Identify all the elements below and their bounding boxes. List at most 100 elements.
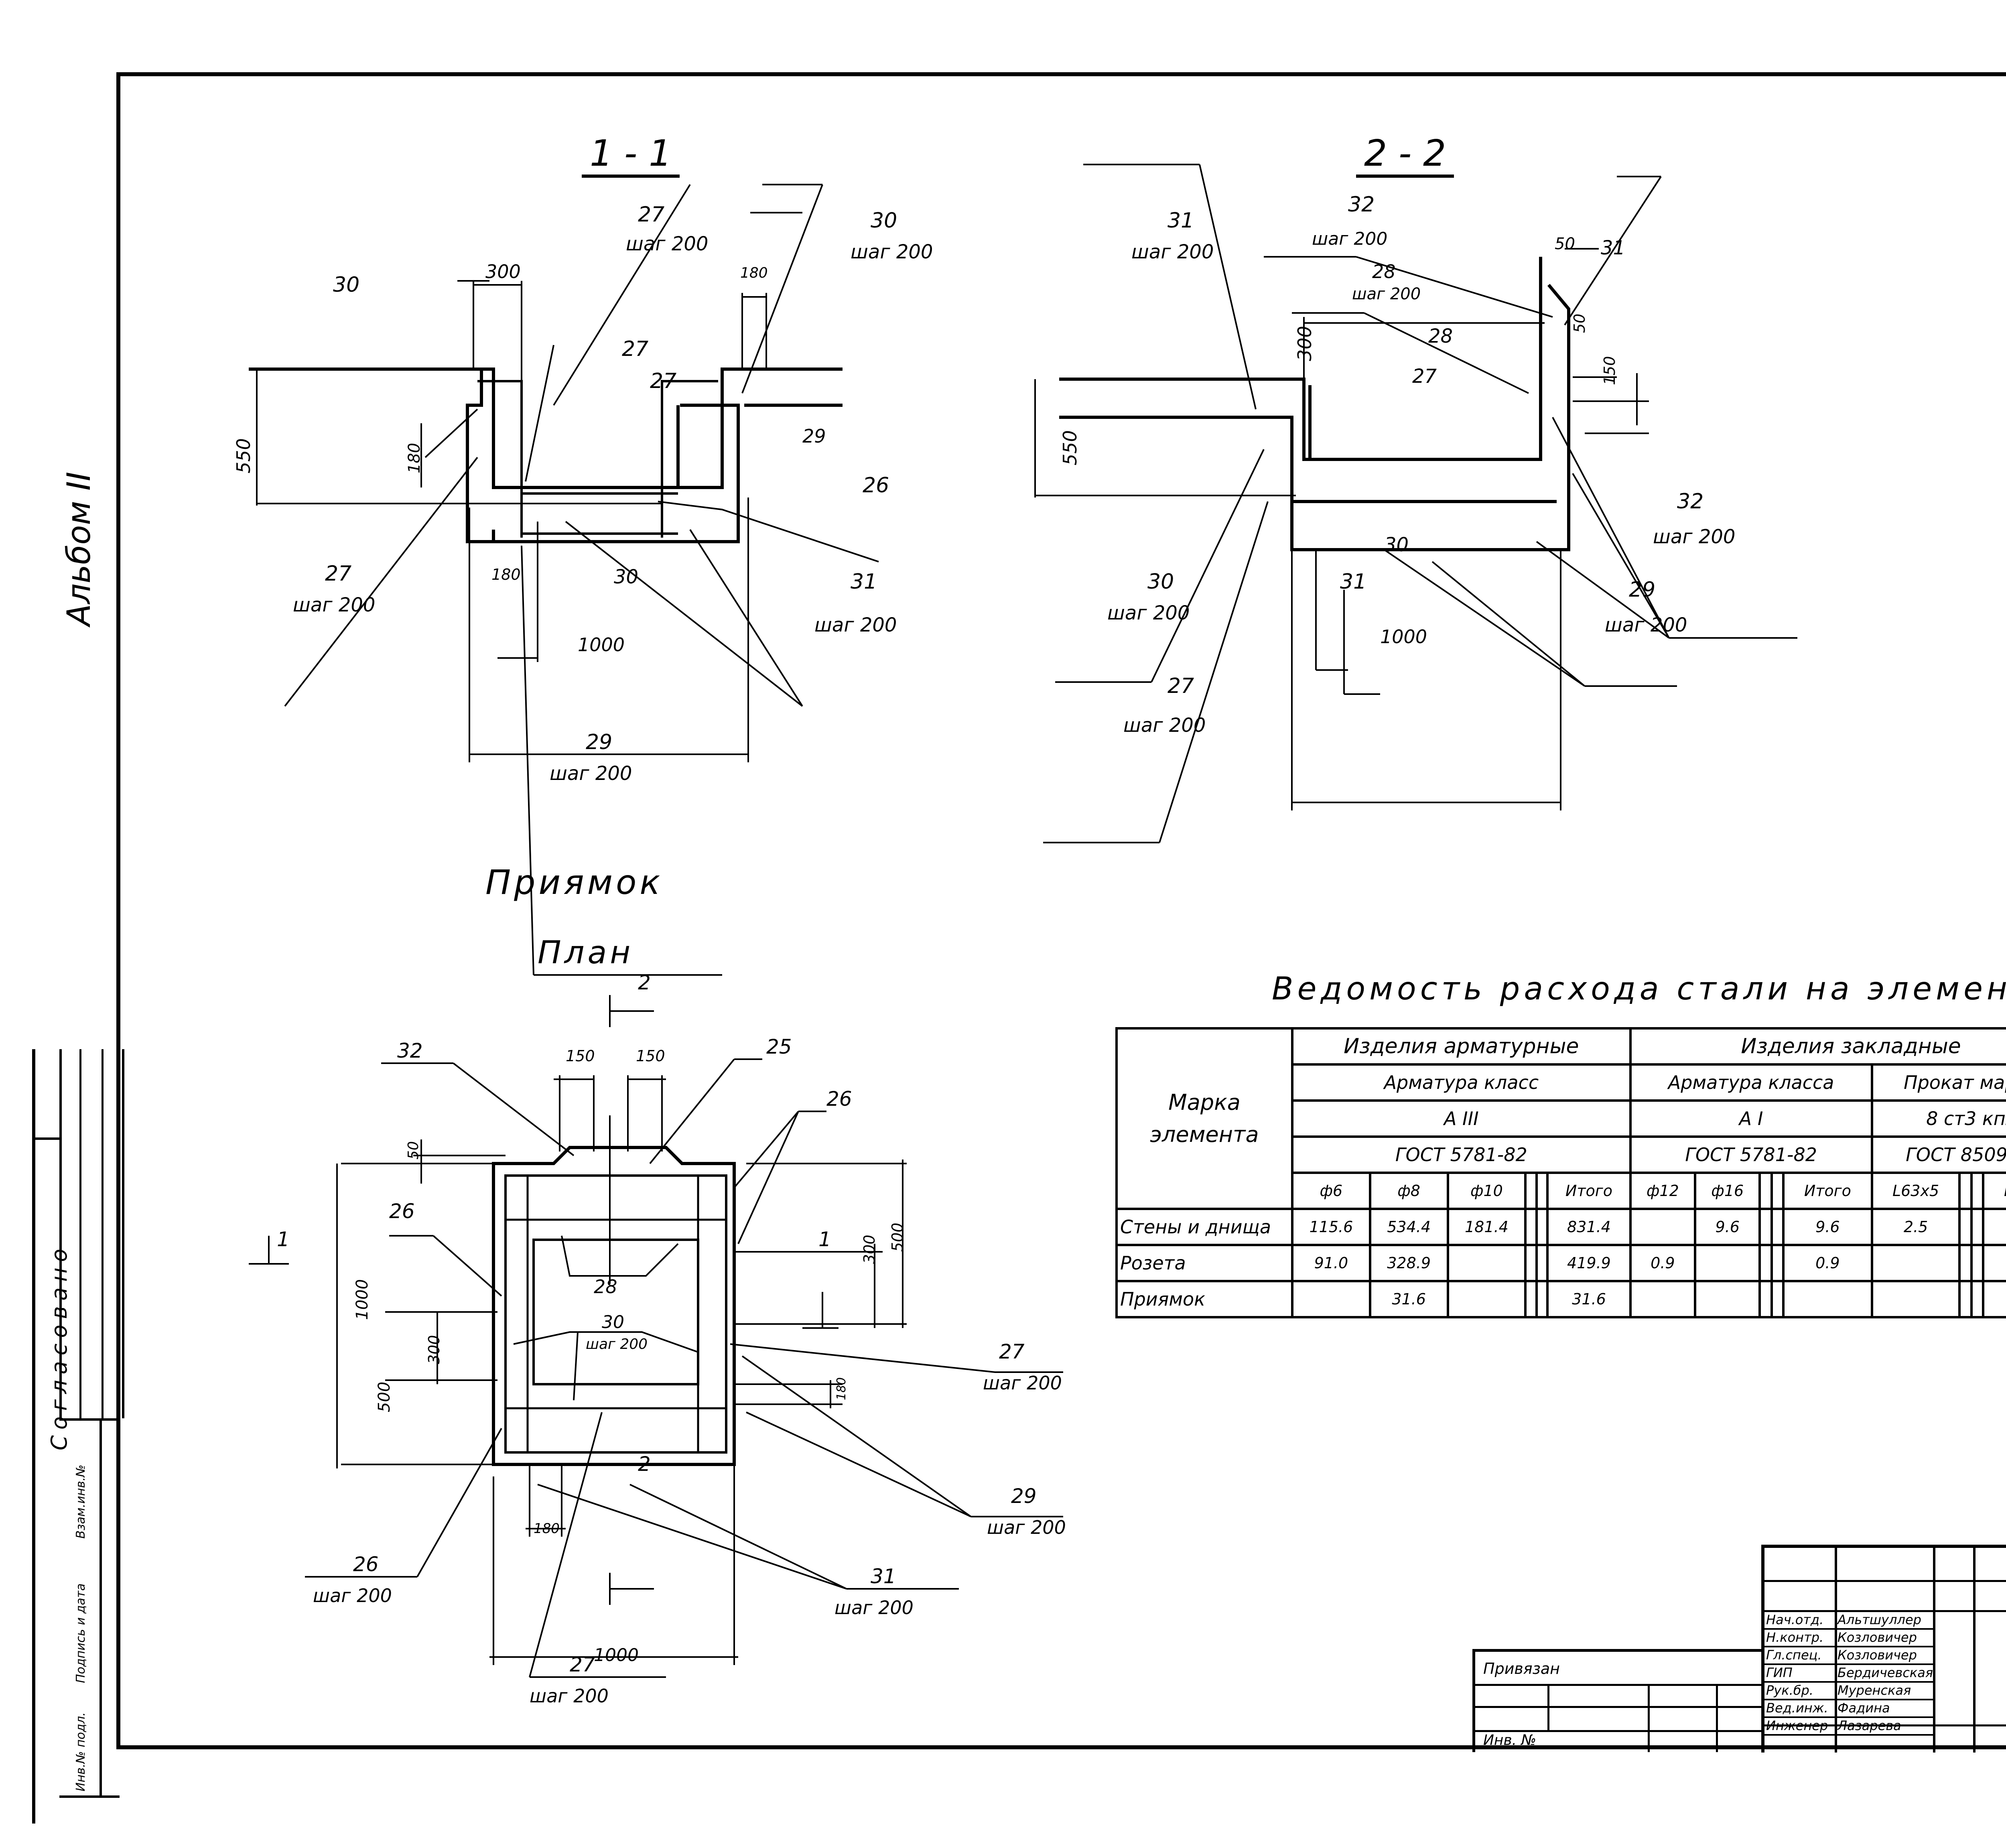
dimension: 180 [405, 443, 424, 473]
steel-subheader: Итого [1782, 1172, 1873, 1210]
role-label: Нач.отд. [1766, 1612, 1824, 1627]
section-2-title: 2 - 2 [1356, 132, 1454, 178]
dimension: 1000 [1380, 626, 1427, 648]
callout-pos: 25 [766, 1035, 792, 1058]
steel-subheader [1970, 1172, 1985, 1210]
steel-embed-gost: ГОСТ 5781-82 [1629, 1135, 1873, 1174]
steel-title: Ведомость расхода стали на элемент, кг [1272, 971, 2006, 1007]
role-label: Гл.спец. [1766, 1647, 1822, 1663]
steel-cell [1524, 1280, 1538, 1318]
steel-cell [1982, 1244, 2006, 1282]
steel-subheader: ф12 [1629, 1172, 1697, 1210]
dimension: 1000 [578, 634, 625, 656]
steel-cell [1446, 1280, 1527, 1318]
dimension: 1000 [353, 1279, 372, 1320]
steel-cell: 0.9 [1629, 1244, 1697, 1282]
cut-mark-label: 2 [638, 1452, 651, 1476]
callout-step: шаг 200 [1352, 285, 1421, 303]
steel-cell [1535, 1280, 1549, 1318]
steel-cell [1524, 1244, 1538, 1282]
callout-pos: 29 [802, 425, 826, 447]
steel-cell [1782, 1280, 1873, 1318]
steel-cell [1982, 1280, 2006, 1318]
drawing-frame [116, 72, 2006, 1749]
bound-block: Привязан Инв. № [1472, 1649, 1764, 1752]
steel-subheader: ф8 [1368, 1172, 1449, 1210]
callout-pos: 28 [1428, 325, 1453, 347]
steel-cell: 9.6 [1694, 1208, 1761, 1246]
steel-cell [1770, 1244, 1785, 1282]
inventory-label: Инв. № [1483, 1732, 1537, 1748]
steel-cell [1958, 1244, 1973, 1282]
callout-pos: 27 [1412, 365, 1437, 388]
steel-cell: 419.9 [1546, 1244, 1632, 1282]
steel-cell [1758, 1208, 1773, 1246]
callout-pos: 30 [871, 209, 897, 233]
steel-subheader: ф10 [1446, 1172, 1527, 1210]
steel-cell [1694, 1280, 1761, 1318]
steel-cell [1291, 1280, 1371, 1318]
callout-step: шаг 200 [1131, 241, 1214, 263]
callout-pos: 32 [1677, 489, 1704, 514]
callout-pos: 31 [1601, 237, 1626, 259]
callout-pos: 26 [826, 1087, 852, 1111]
cut-mark-label: 1 [277, 1228, 290, 1251]
role-label: Рук.бр. [1766, 1683, 1813, 1698]
dimension: 500 [375, 1381, 394, 1412]
dimension: 300 [485, 261, 521, 282]
callout-pos: 30 [1384, 534, 1409, 556]
steel-table: Марка элемента Изделия арматурные Издели… [1115, 1027, 2006, 1318]
callout-step: шаг 200 [550, 762, 632, 785]
callout-pos: 26 [353, 1553, 379, 1576]
signature-row: Вед.инж.Фадина [1764, 1700, 1933, 1718]
dimension: 150 [636, 1047, 665, 1065]
dimension: 180 [834, 1377, 849, 1400]
dimension: 1000 [594, 1645, 639, 1665]
callout-step: шаг 200 [1653, 526, 1736, 548]
steel-cell: 831.4 [1546, 1208, 1632, 1246]
callout-step: шаг 200 [814, 614, 897, 636]
steel-header-rebar-class: Арматура класс [1291, 1063, 1632, 1102]
person-name: Козловичер [1837, 1647, 1917, 1663]
callout-pos: 27 [1167, 674, 1194, 698]
steel-subheader [1758, 1172, 1773, 1210]
steel-cell [1758, 1280, 1773, 1318]
steel-header-embed-class: Арматура класса [1629, 1063, 1873, 1102]
callout-step: шаг 200 [1123, 714, 1206, 737]
steel-subheader [1770, 1172, 1785, 1210]
steel-cell: 31.6 [1546, 1280, 1632, 1318]
signature-date-label: Подпись и дата [74, 1583, 88, 1684]
signature-row: Гл.спец. Козловичер [1764, 1647, 1933, 1665]
role-label: Инженер [1766, 1718, 1828, 1733]
steel-cell: 181.4 [1446, 1208, 1527, 1246]
callout-pos: 31 [1340, 570, 1367, 594]
replace-inv-label: Взам.инв.№ [74, 1464, 88, 1539]
steel-cell [1629, 1280, 1697, 1318]
steel-rolled-grade: 8 ст3 кп2 [1870, 1099, 2006, 1138]
steel-cell: 2.5 [1870, 1208, 1961, 1246]
steel-header-embed: Изделия закладные [1629, 1027, 2006, 1066]
callout-step: шаг 200 [1605, 614, 1687, 636]
steel-row-name: Приямок [1115, 1280, 1293, 1318]
pit-title: Приямок [485, 863, 664, 902]
steel-cell: 9.6 [1782, 1208, 1873, 1246]
callout-pos: 29 [1011, 1484, 1037, 1508]
callout-step: шаг 200 [586, 1336, 648, 1352]
callout-pos: 30 [1147, 570, 1174, 594]
steel-header-rebar: Изделия арматурные [1291, 1027, 1632, 1066]
steel-cell [1535, 1208, 1549, 1246]
person-name: Бердичевская [1837, 1665, 1933, 1680]
callout-step: шаг 200 [293, 594, 376, 616]
signature-row: Нач.отд.Альтшуллер [1764, 1612, 1933, 1630]
callout-step: шаг 200 [983, 1372, 1062, 1394]
role-label: ГИП [1766, 1665, 1793, 1680]
steel-cell [1970, 1280, 1985, 1318]
dimension: 500 [889, 1223, 906, 1252]
callout-step: шаг 200 [851, 241, 933, 263]
steel-cell [1958, 1280, 1973, 1318]
steel-cell: 31.6 [1368, 1280, 1449, 1318]
signature-row: ГИП Бердичевская [1764, 1665, 1933, 1683]
